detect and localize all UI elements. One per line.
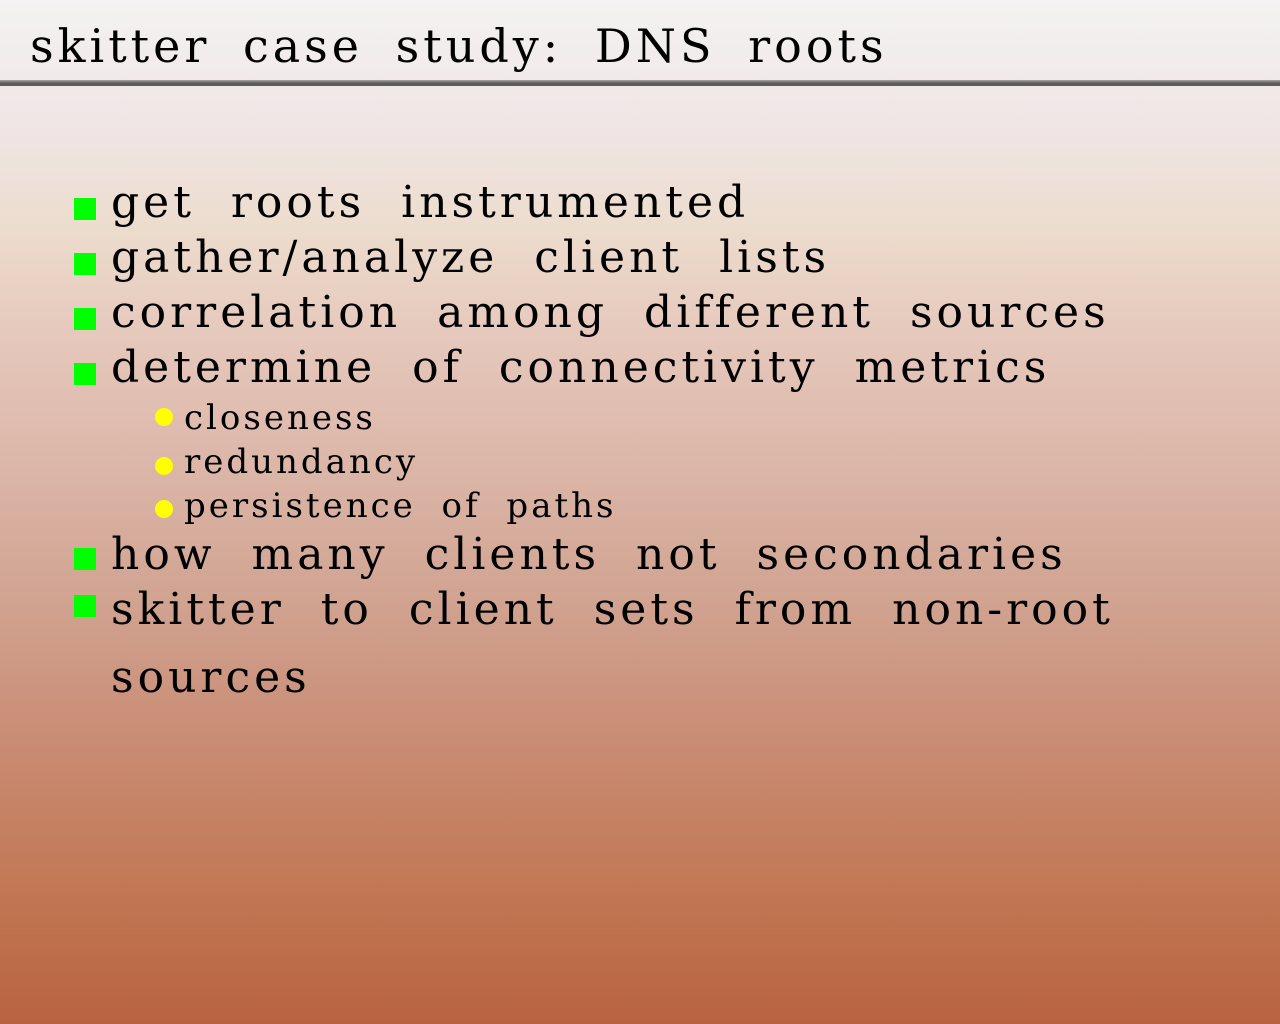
green-square-bullet-icon [74, 363, 96, 385]
bullet-text: get roots instrumented [111, 177, 750, 228]
sub-bullet-text: closeness [184, 398, 376, 438]
bullet-text: how many clients not secondaries [111, 529, 1067, 580]
title-divider [0, 80, 1280, 86]
bullet-text: determine of connectivity metrics [111, 342, 1051, 393]
bullet-text: correlation among different sources [111, 287, 1110, 338]
yellow-dot-bullet-icon [155, 457, 173, 475]
yellow-dot-bullet-icon [155, 500, 173, 518]
slide-title: skitter case study: DNS roots [30, 19, 888, 73]
yellow-dot-bullet-icon [155, 408, 173, 426]
bullet-text: sources [111, 652, 311, 703]
bullet-text: gather/analyze client lists [111, 232, 831, 283]
green-square-bullet-icon [74, 595, 96, 617]
bullet-text: skitter to client sets from non-root [111, 584, 1114, 635]
sub-bullet-text: redundancy [184, 442, 419, 482]
green-square-bullet-icon [74, 308, 96, 330]
green-square-bullet-icon [74, 198, 96, 220]
sub-bullet-text: persistence of paths [184, 486, 617, 526]
green-square-bullet-icon [74, 548, 96, 570]
green-square-bullet-icon [74, 253, 96, 275]
